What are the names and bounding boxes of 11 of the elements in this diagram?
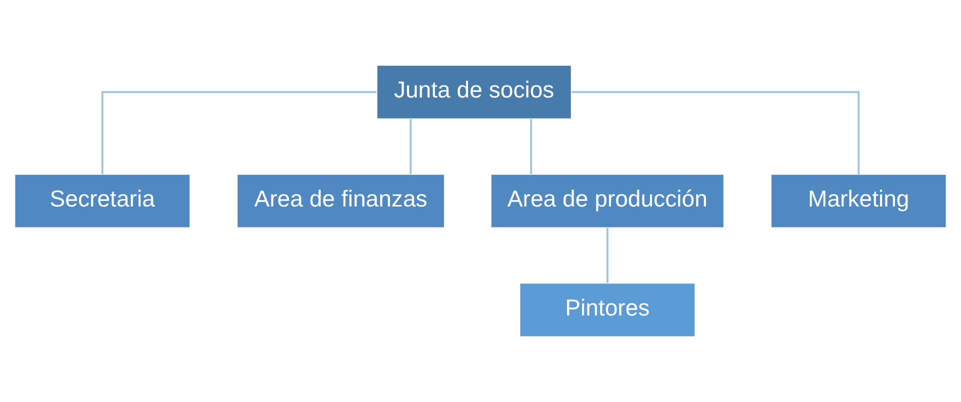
node-box: Area de finanzas bbox=[236, 173, 446, 229]
connector bbox=[572, 91, 860, 174]
node-box: Pintores bbox=[518, 282, 696, 338]
node-box: Junta de socios bbox=[376, 64, 572, 120]
connector bbox=[606, 228, 608, 283]
node-box: Area de producción bbox=[490, 173, 725, 229]
connector bbox=[530, 118, 532, 174]
connector bbox=[410, 118, 412, 174]
node-box: Marketing bbox=[770, 173, 948, 229]
connector bbox=[101, 91, 376, 174]
node-box: Secretaria bbox=[14, 173, 191, 229]
